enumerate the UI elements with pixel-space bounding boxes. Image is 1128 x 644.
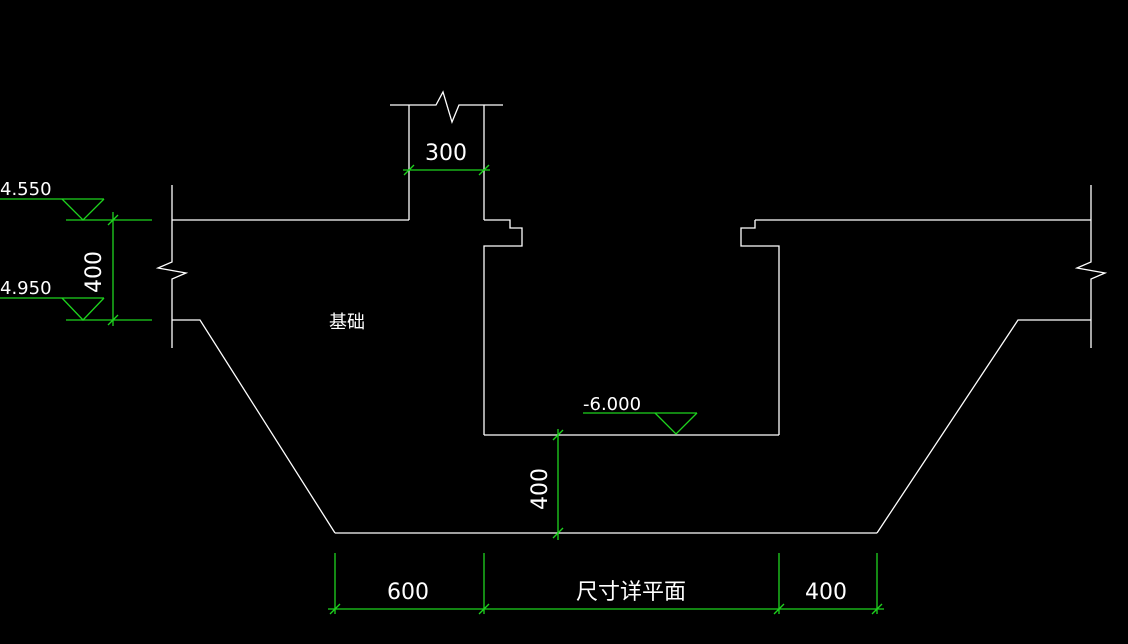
column-width-label: 300 — [425, 141, 467, 166]
tick — [871, 603, 883, 615]
elevation-pit-bottom-label: -6.000 — [583, 394, 641, 415]
slab-thickness-label: 400 — [82, 251, 107, 293]
elevation-bottom-left-label: 4.950 — [0, 278, 52, 299]
pit-left-wall — [483, 219, 523, 435]
foundation-label: 基础 — [329, 312, 365, 333]
left-break-line — [155, 185, 189, 348]
tick — [329, 603, 341, 615]
elevation-top-left-label: 4.550 — [0, 179, 52, 200]
pit-right-wall — [740, 220, 780, 435]
tick — [773, 603, 785, 615]
elevation-triangle-bottom — [61, 297, 105, 321]
tick — [552, 429, 564, 441]
tick — [552, 527, 564, 539]
drawing-labels: 300 4.550 4.950 400 基础 -6.000 400 600 尺寸… — [0, 141, 847, 605]
tick — [478, 603, 490, 615]
tick — [478, 164, 490, 176]
bottom-middle-dim-label: 尺寸详平面 — [576, 580, 686, 605]
tick — [107, 314, 119, 326]
elevation-triangle-top — [61, 198, 105, 221]
left-slope — [172, 319, 336, 534]
tick — [107, 214, 119, 226]
elevation-triangle-pit — [654, 412, 698, 435]
foundation-outline — [155, 90, 1108, 534]
bottom-left-dim-label: 600 — [387, 580, 429, 605]
right-break-line — [1074, 185, 1108, 348]
dimension-lines — [0, 164, 884, 615]
bottom-right-dim-label: 400 — [805, 580, 847, 605]
tick — [403, 164, 415, 176]
right-slope — [876, 319, 1091, 534]
column-break-line — [390, 90, 503, 124]
pit-depth-label: 400 — [528, 468, 553, 510]
